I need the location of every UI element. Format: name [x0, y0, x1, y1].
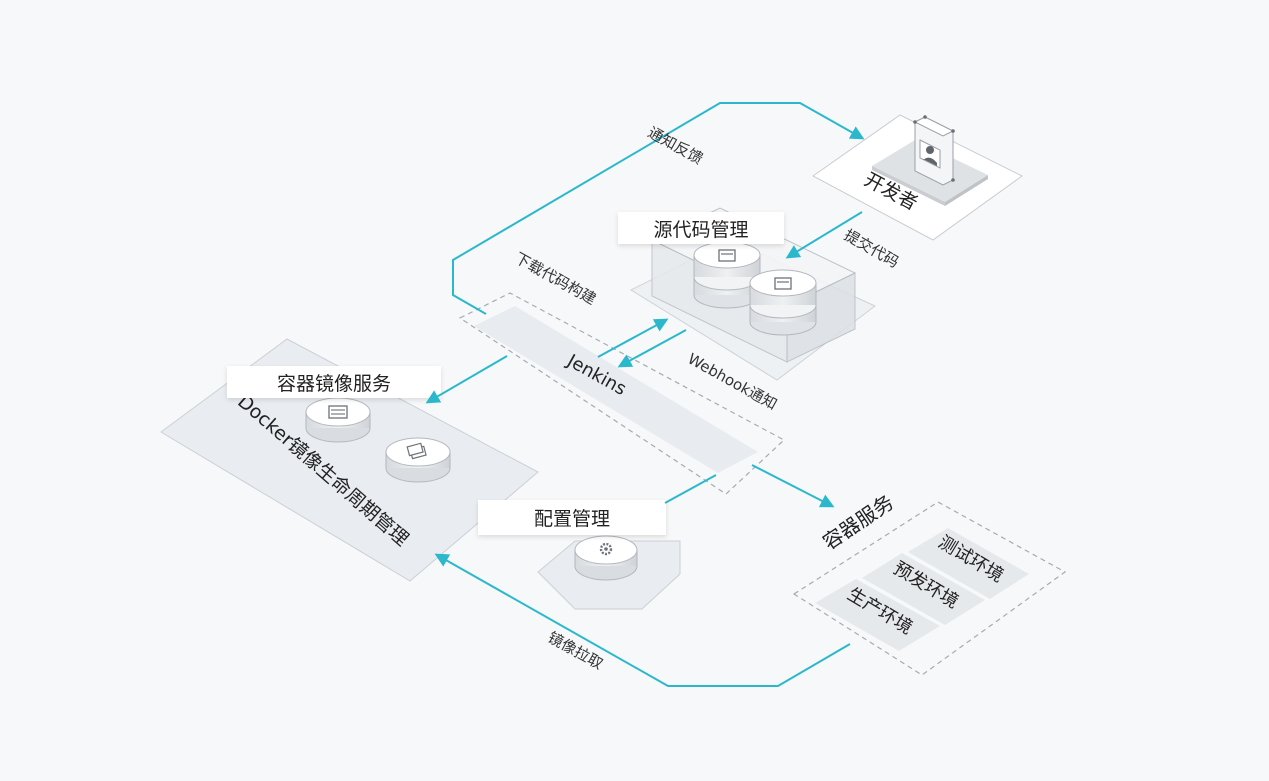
push-image-arrow [425, 355, 508, 404]
webhook-arrow [617, 329, 687, 368]
connectors [425, 102, 865, 687]
container-service-node: 容器服务 测试环境 预发环境 生产环境 [792, 490, 1067, 676]
registry-disk-icon [305, 397, 371, 443]
repo-disk-icon [749, 269, 817, 336]
developer-node: 开发者 [812, 114, 1023, 241]
config-link [664, 474, 717, 504]
notify-feedback-arrow [452, 102, 865, 315]
gear-disk-icon [574, 535, 638, 581]
commit-code-arrow [785, 211, 863, 259]
registry-service-label: 容器镜像服务 [277, 373, 391, 395]
image-layers-disk-icon [385, 437, 451, 483]
container-service-label: 容器服务 [818, 490, 898, 555]
config-management-node: 配置管理 [478, 500, 681, 610]
config-management-label: 配置管理 [534, 508, 610, 530]
image-pull-label: 镜像拉取 [545, 628, 606, 673]
fetch-code-arrow [597, 318, 669, 358]
source-control-node: 源代码管理 [618, 207, 876, 381]
source-control-label: 源代码管理 [653, 219, 748, 241]
image-pull-arrow [434, 553, 851, 687]
commit-code-label: 提交代码 [841, 226, 902, 272]
repo-disk-icon [693, 241, 761, 309]
user-card-icon [913, 115, 955, 186]
download-build-label: 下载代码构建 [512, 249, 599, 308]
deploy-arrow [751, 464, 835, 508]
docker-lifecycle-node: Docker镜像生命周期管理 容器镜像服务 [160, 338, 539, 582]
